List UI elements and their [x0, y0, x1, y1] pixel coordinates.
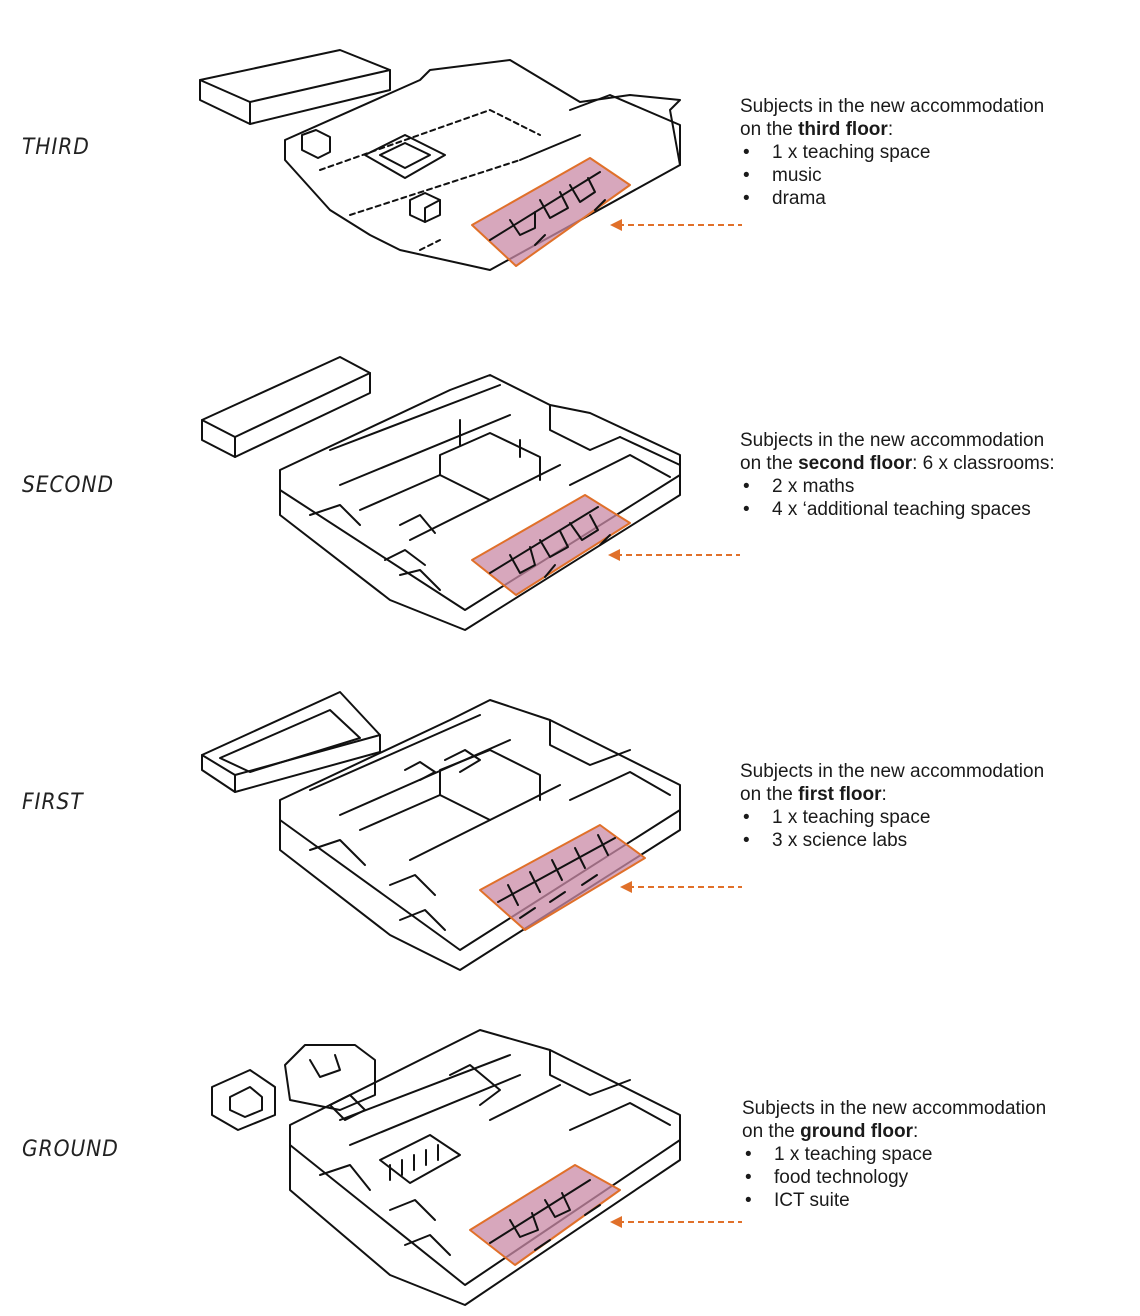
- second-arrow: [608, 549, 740, 561]
- floor-first: FIRST Subjects in the new accom: [0, 680, 1140, 980]
- third-heading-line1: Subjects in the new accommodation: [740, 96, 1045, 117]
- list-item: 4 x ‘additional teaching spaces: [740, 498, 1055, 521]
- first-highlight-zone: [479, 824, 646, 931]
- floor-label-first: FIRST: [22, 790, 84, 815]
- list-item: 2 x maths: [740, 475, 1055, 498]
- list-item: 1 x teaching space: [742, 1143, 1046, 1166]
- second-highlight-zone: [471, 494, 631, 596]
- second-info: Subjects in the new accommodation on the…: [740, 429, 1055, 521]
- first-subject-list: 1 x teaching space 3 x science labs: [740, 806, 1044, 852]
- first-heading-line2: on the first floor:: [740, 784, 887, 805]
- list-item: music: [740, 164, 1044, 187]
- first-info: Subjects in the new accommodation on the…: [740, 760, 1044, 852]
- third-floor-sketch: [199, 49, 681, 271]
- ground-subject-list: 1 x teaching space food technology ICT s…: [742, 1143, 1046, 1212]
- list-item: drama: [740, 187, 1044, 210]
- third-heading-line2: on the third floor:: [740, 119, 894, 140]
- floor-second: SECOND Subjects in the new accommodation: [0, 345, 1140, 645]
- ground-arrow: [610, 1216, 742, 1228]
- list-item: food technology: [742, 1166, 1046, 1189]
- second-floor-sketch: [201, 356, 681, 631]
- ground-heading-line1: Subjects in the new accommodation: [742, 1098, 1047, 1119]
- second-subject-list: 2 x maths 4 x ‘additional teaching space…: [740, 475, 1055, 521]
- second-heading-line1: Subjects in the new accommodation: [740, 430, 1045, 451]
- floor-ground: GROUND Subjects in the new acco: [0, 1015, 1140, 1315]
- floor-label-ground: GROUND: [22, 1137, 119, 1162]
- third-floor-name: third floor: [798, 119, 888, 140]
- first-floor-name: first floor: [798, 784, 882, 805]
- third-arrow: [610, 219, 742, 231]
- ground-info: Subjects in the new accommodation on the…: [742, 1097, 1046, 1212]
- first-arrow: [620, 881, 742, 893]
- ground-highlight-zone: [469, 1164, 621, 1266]
- list-item: ICT suite: [742, 1189, 1046, 1212]
- first-heading-line1: Subjects in the new accommodation: [740, 761, 1045, 782]
- first-floor-sketch: [201, 691, 681, 971]
- third-highlight-zone: [471, 157, 631, 267]
- ground-heading-line2: on the ground floor:: [742, 1121, 919, 1142]
- floor-label-second: SECOND: [22, 473, 114, 498]
- ground-floor-name: ground floor: [800, 1121, 914, 1142]
- list-item: 1 x teaching space: [740, 806, 1044, 829]
- second-heading-line2: on the second floor: 6 x classrooms:: [740, 453, 1055, 474]
- floor-third: THIRD Subjects i: [0, 40, 1140, 310]
- list-item: 1 x teaching space: [740, 141, 1044, 164]
- third-info: Subjects in the new accommodation on the…: [740, 95, 1044, 210]
- third-subject-list: 1 x teaching space music drama: [740, 141, 1044, 210]
- ground-floor-sketch: [211, 1029, 681, 1306]
- second-floor-name: second floor: [798, 453, 913, 474]
- list-item: 3 x science labs: [740, 829, 1044, 852]
- floor-label-third: THIRD: [22, 135, 90, 160]
